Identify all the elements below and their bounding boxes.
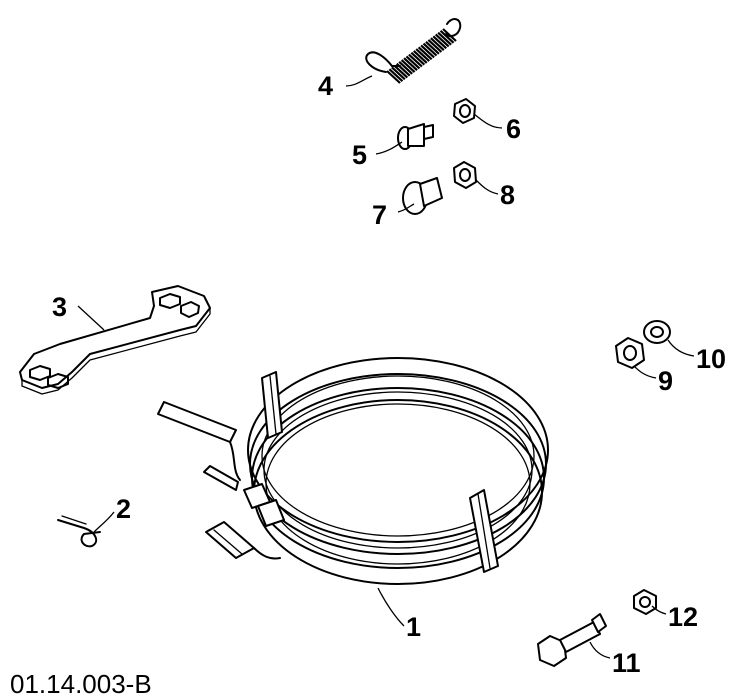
spring-coil bbox=[391, 66, 406, 81]
part-6-nut[interactable] bbox=[453, 98, 476, 124]
spring-coil bbox=[408, 53, 423, 68]
spring-coil bbox=[398, 61, 413, 75]
spring-coil bbox=[400, 59, 416, 73]
part-7-pin[interactable] bbox=[402, 177, 443, 215]
callout-10: 10 bbox=[696, 344, 726, 374]
part-3-bracket-plate[interactable] bbox=[19, 285, 211, 395]
part-1-heating-element[interactable] bbox=[157, 357, 549, 585]
spring-coil bbox=[388, 68, 404, 82]
spring-coil bbox=[393, 64, 409, 79]
callout-4: 4 bbox=[318, 71, 333, 101]
spring-coil bbox=[415, 48, 430, 62]
spring-coil bbox=[395, 62, 411, 77]
part-5-pin[interactable] bbox=[397, 123, 434, 150]
callout-8: 8 bbox=[500, 180, 515, 210]
part-10-washer[interactable] bbox=[643, 320, 671, 344]
part-2-cotter-pin[interactable] bbox=[57, 515, 101, 548]
spring-coil bbox=[434, 33, 450, 48]
part-11-bolt[interactable] bbox=[537, 613, 607, 667]
spring-coil bbox=[425, 40, 440, 55]
leader-lines bbox=[77, 75, 695, 659]
spring-coil bbox=[386, 70, 401, 84]
spring-coil bbox=[405, 55, 421, 70]
spring-coil bbox=[427, 39, 443, 53]
drawing-code: 01.14.003-B bbox=[10, 669, 152, 696]
callout-12: 12 bbox=[668, 602, 698, 632]
callout-5: 5 bbox=[352, 140, 367, 170]
spring-coil bbox=[432, 35, 448, 50]
part-9-nut[interactable] bbox=[615, 337, 645, 369]
callout-9: 9 bbox=[658, 366, 673, 396]
spring-coil bbox=[439, 30, 455, 44]
spring-coil bbox=[420, 44, 435, 59]
spring-coil bbox=[430, 37, 445, 51]
spring-coil bbox=[417, 46, 433, 61]
part-4-spring[interactable] bbox=[365, 18, 462, 84]
callout-6: 6 bbox=[506, 114, 521, 144]
callout-7: 7 bbox=[372, 200, 387, 230]
spring-coil bbox=[437, 31, 452, 46]
spring-coil bbox=[413, 50, 428, 64]
callout-1: 1 bbox=[406, 612, 421, 642]
part-8-nut[interactable] bbox=[453, 161, 477, 189]
part-12-nut[interactable] bbox=[633, 589, 657, 615]
callout-11: 11 bbox=[612, 648, 641, 678]
callout-3: 3 bbox=[52, 292, 67, 322]
spring-coil bbox=[403, 57, 418, 72]
spring-coil bbox=[410, 51, 426, 66]
spring-coil bbox=[422, 42, 438, 57]
callout-2: 2 bbox=[116, 494, 131, 524]
